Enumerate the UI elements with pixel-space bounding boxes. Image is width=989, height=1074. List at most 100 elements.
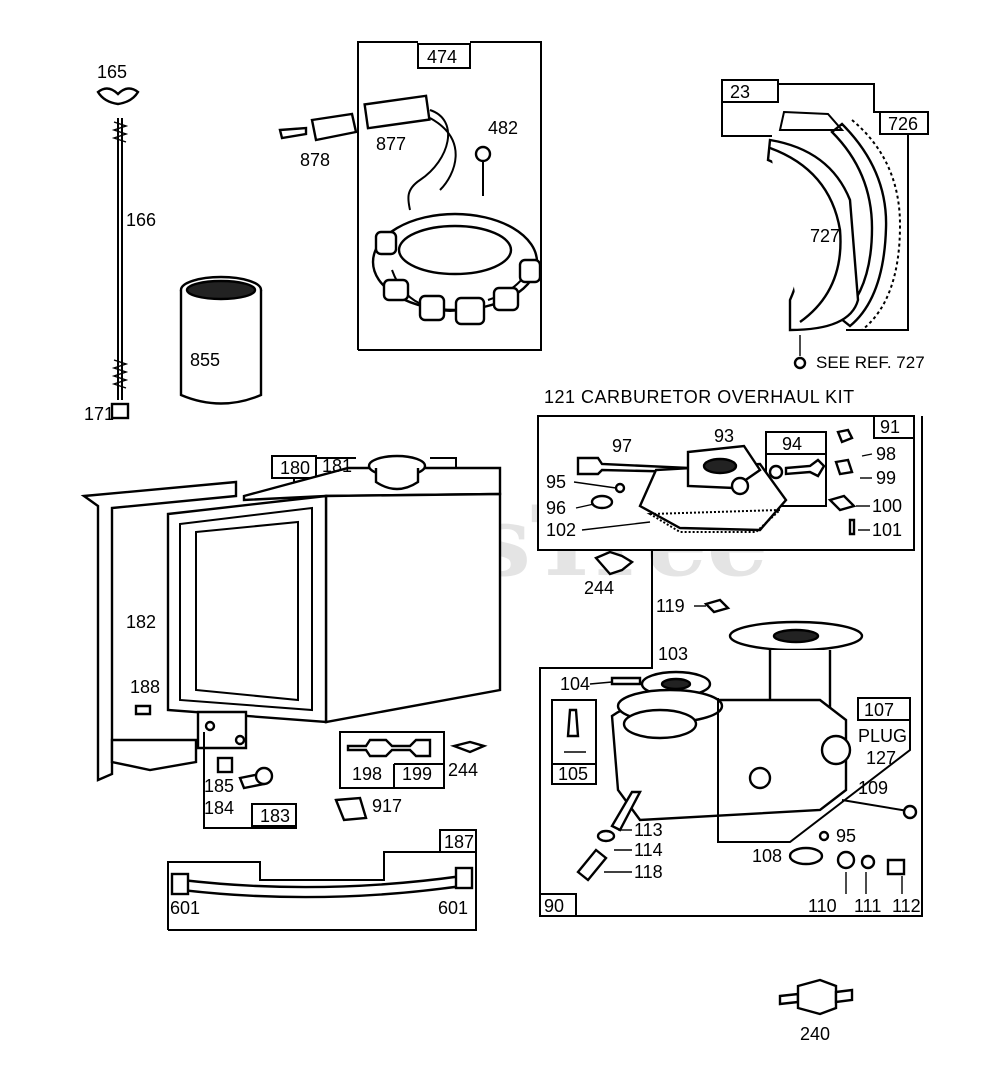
clip-917-part (334, 796, 368, 822)
fuel-tank-group (80, 454, 502, 829)
fitting-244-part (449, 740, 488, 754)
needle-94-part (784, 458, 826, 478)
fitting-part (346, 738, 432, 758)
kit-title: 121 CARBURETOR OVERHAUL KIT (544, 387, 855, 407)
carburetor-kit-box (537, 415, 915, 551)
ref-box-90 (539, 893, 577, 917)
callout-108: 108 (752, 846, 782, 866)
ref-box-107 (857, 697, 911, 721)
callout-185: 185 (204, 776, 234, 796)
callout-112: 112 (892, 896, 921, 916)
callout-917: 917 (372, 796, 402, 816)
callout-100: 100 (872, 496, 902, 516)
callout-855: 855 (190, 350, 220, 370)
tank-front (166, 494, 328, 724)
callout-183: 183 (260, 806, 290, 826)
callout-93: 93 (714, 426, 734, 446)
callout-23: 23 (730, 82, 750, 102)
fitting-244-carb-part (594, 550, 635, 576)
ref-box-105 (551, 763, 597, 785)
ref-box-474 (417, 43, 471, 69)
callout-187: 187 (444, 832, 474, 852)
callout-180: 180 (280, 458, 310, 478)
ref-box-726 (879, 111, 929, 135)
ref-box-187 (439, 829, 477, 853)
ref-box-94 (765, 431, 827, 455)
callout-91: 91 (880, 417, 900, 437)
callout-109: 109 (858, 778, 888, 798)
connector-878-part (278, 112, 358, 142)
callout-96: 96 (546, 498, 566, 518)
nut-185-part (216, 756, 234, 774)
part-99 (834, 458, 854, 476)
flywheel-group (721, 79, 929, 370)
callout-601-right: 601 (438, 898, 468, 918)
callout-94: 94 (782, 434, 802, 454)
callout-171: 171 (84, 404, 114, 424)
pin-104-part (610, 676, 642, 686)
callout-99: 99 (876, 468, 896, 488)
clamp-601-left (170, 872, 190, 896)
callout-188: 188 (130, 677, 160, 697)
connector-877-part (363, 94, 431, 130)
carburetor-body-group (539, 416, 923, 917)
bolt-188-part (134, 704, 152, 716)
part-100 (827, 494, 857, 512)
callout-878: 878 (300, 150, 330, 170)
ref-box-23 (721, 79, 779, 103)
callout-97: 97 (612, 436, 632, 456)
callout-181: 181 (322, 456, 352, 476)
screw-112-part (886, 858, 906, 876)
part-96 (590, 494, 614, 510)
callout-240: 240 (800, 1024, 830, 1044)
washer-110-part (836, 850, 856, 870)
part-114 (596, 829, 616, 843)
callout-103: 103 (658, 644, 688, 664)
ref-box-183 (251, 803, 297, 827)
callout-90: 90 (544, 896, 564, 916)
callout-726: 726 (888, 114, 918, 134)
see-ref-note: SEE REF. 727 (816, 353, 925, 372)
callout-601-left: 601 (170, 898, 200, 918)
bolt-482-part (474, 145, 492, 163)
tank-side (324, 492, 502, 724)
nut-part (110, 402, 130, 420)
part-111 (860, 854, 876, 870)
fuel-line-group (167, 829, 477, 931)
callout-474: 474 (427, 47, 457, 67)
plate-108-part (788, 846, 824, 866)
callout-877: 877 (376, 134, 406, 154)
screw-119-part (703, 598, 731, 614)
callout-101: 101 (872, 520, 902, 540)
fuel-filter-part (778, 978, 854, 1016)
callout-182: 182 (126, 612, 156, 632)
carb-upper-body (638, 462, 788, 532)
ref-box-91 (873, 415, 915, 439)
callout-110: 110 (808, 896, 837, 916)
callout-198: 198 (352, 764, 382, 784)
callout-244-tank: 244 (448, 760, 478, 780)
callout-244-carb: 244 (584, 578, 614, 598)
plug-note: PLUG (858, 726, 907, 746)
callout-113: 113 (634, 820, 663, 840)
needle-105-part (566, 708, 580, 738)
sleeve-part (179, 275, 263, 405)
callout-105: 105 (558, 764, 588, 784)
callout-118: 118 (634, 862, 663, 882)
callout-166: 166 (126, 210, 156, 230)
screw-95-part (818, 830, 830, 842)
callout-165: 165 (97, 62, 127, 82)
part-98 (836, 428, 854, 444)
callout-95-top: 95 (546, 472, 566, 492)
screw-part (793, 356, 807, 370)
callout-98: 98 (876, 444, 896, 464)
callout-119: 119 (656, 596, 685, 616)
callout-114: 114 (634, 840, 663, 860)
alternator-group (278, 41, 542, 351)
callout-482: 482 (488, 118, 518, 138)
fuel-gauge-rod-assembly (96, 87, 140, 420)
callout-111: 111 (854, 896, 881, 916)
callout-107: 107 (864, 700, 894, 720)
part-95-top (614, 482, 626, 494)
